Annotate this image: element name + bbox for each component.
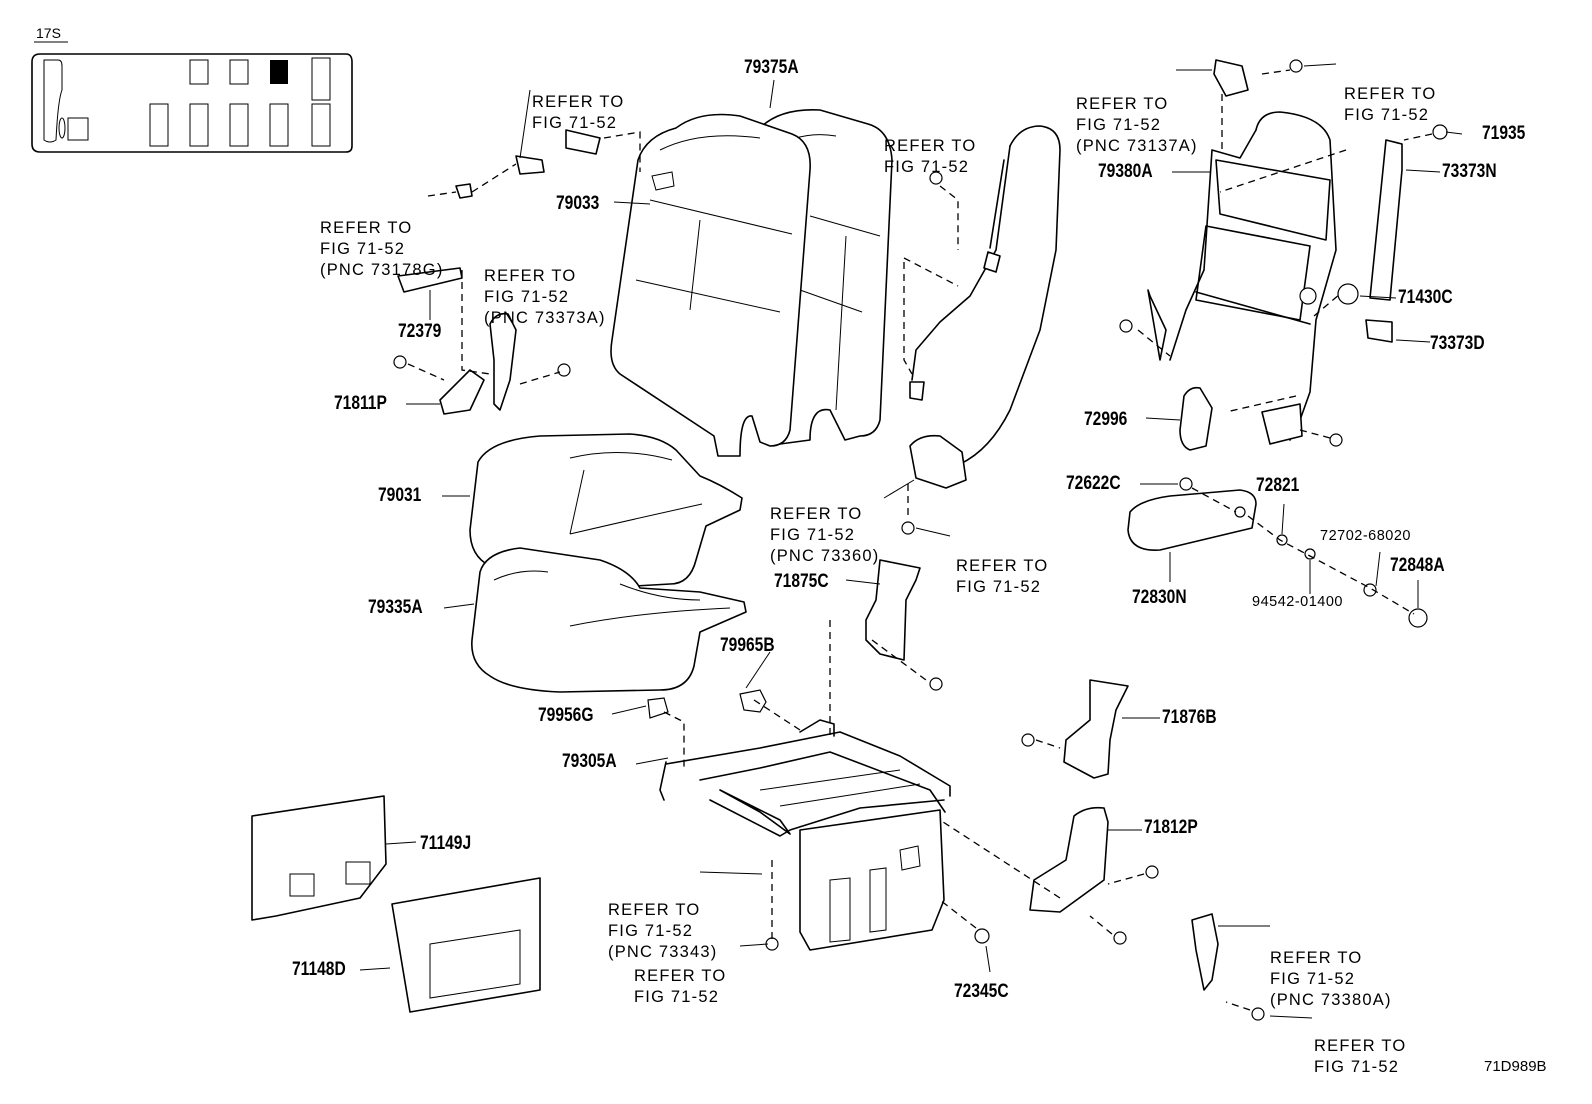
figure-code: 71D989B xyxy=(1484,1058,1547,1075)
side-strip xyxy=(1369,139,1403,301)
part-72702-68020: 72702-68020 xyxy=(1320,528,1411,544)
washer xyxy=(1304,548,1316,560)
part-71875C: 71875C xyxy=(774,571,829,592)
part-79031: 79031 xyxy=(378,485,422,506)
part-79033: 79033 xyxy=(556,193,600,214)
part-79380A: 79380A xyxy=(1098,161,1153,182)
recliner-lever xyxy=(439,312,517,415)
part-72379: 72379 xyxy=(398,321,442,342)
bolt-set xyxy=(393,59,1377,1021)
part-72996: 72996 xyxy=(1084,409,1128,430)
bracket-ref xyxy=(565,129,601,155)
inset-tag: 17S xyxy=(36,25,61,41)
rear-cover xyxy=(1063,679,1129,779)
inner-cover xyxy=(1029,806,1109,913)
recliner-cover xyxy=(1179,386,1213,451)
part-71149J: 71149J xyxy=(420,833,472,854)
nut xyxy=(1179,477,1193,491)
armrest xyxy=(1127,489,1257,551)
part-72821: 72821 xyxy=(1256,475,1300,496)
belt-buckle xyxy=(1191,913,1219,991)
clip-73178G xyxy=(455,183,473,199)
cover-lower xyxy=(391,877,541,1013)
bracket-73137A xyxy=(1213,59,1249,97)
seat-frame xyxy=(659,719,951,951)
side-cover-small xyxy=(1365,319,1393,343)
part-73373D: 73373D xyxy=(1430,333,1485,354)
vehicle-seat-map xyxy=(31,41,353,153)
part-94542-01400: 94542-01400 xyxy=(1252,594,1343,610)
seat-cushion-pad xyxy=(471,547,747,693)
part-79305A: 79305A xyxy=(562,751,617,772)
washer xyxy=(1276,534,1288,546)
part-73373N: 73373N xyxy=(1442,161,1497,182)
part-71148D: 71148D xyxy=(292,959,346,980)
part-71430C: 71430C xyxy=(1398,287,1453,308)
part-72622C: 72622C xyxy=(1066,473,1121,494)
seat-back-frame xyxy=(1147,111,1337,445)
bush xyxy=(739,689,767,713)
part-79956G: 79956G xyxy=(538,705,594,726)
stopper xyxy=(647,697,669,719)
front-cover xyxy=(865,559,921,661)
part-72345C: 72345C xyxy=(954,981,1009,1002)
leader-lines xyxy=(359,63,1463,1019)
clip xyxy=(974,928,990,944)
part-71811P: 71811P xyxy=(334,393,387,414)
cap-71430C xyxy=(1337,283,1359,305)
part-71812P: 71812P xyxy=(1144,817,1198,838)
part-79335A: 79335A xyxy=(368,597,423,618)
part-72830N: 72830N xyxy=(1132,587,1187,608)
cover-upper xyxy=(251,795,387,921)
seat-back-pad xyxy=(610,113,811,457)
dashed-connectors xyxy=(407,69,1433,1011)
part-72848A: 72848A xyxy=(1390,555,1445,576)
part-71876B: 71876B xyxy=(1162,707,1217,728)
part-79375A: 79375A xyxy=(744,57,799,78)
lever-knob xyxy=(397,267,463,293)
cap-72848A xyxy=(1408,608,1428,628)
part-71935: 71935 xyxy=(1482,123,1526,144)
part-79965B: 79965B xyxy=(720,635,775,656)
bracket-73373A xyxy=(515,155,545,175)
seat-belt xyxy=(909,125,1061,489)
